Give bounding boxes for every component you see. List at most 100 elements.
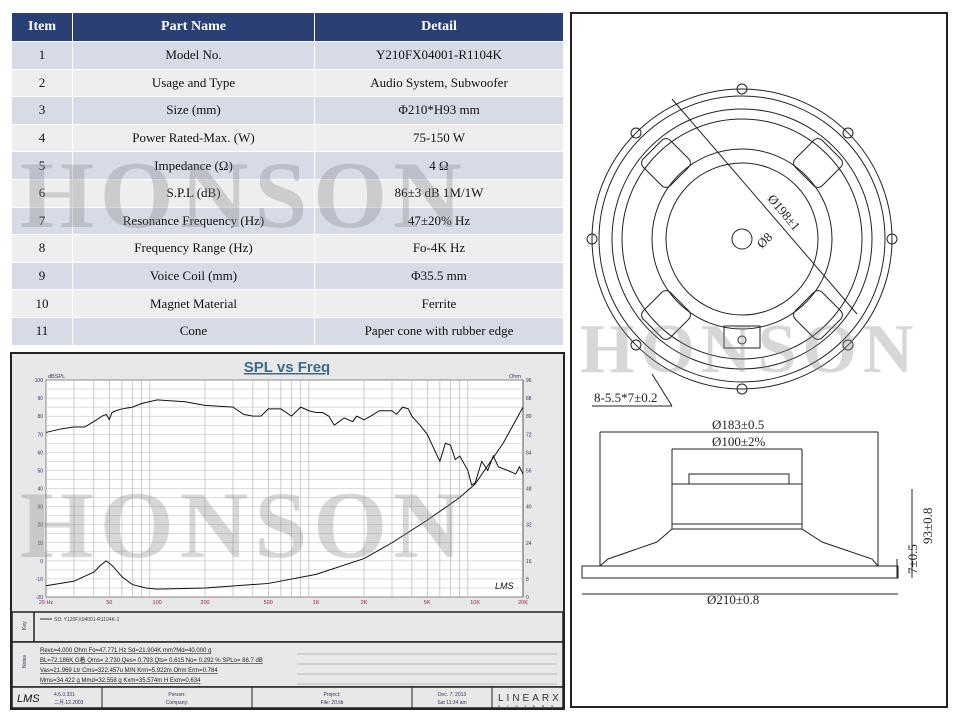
cell-detail: Audio System, Subwoofer	[314, 68, 564, 98]
dim-198: Ø198±1	[765, 191, 804, 233]
chart-title: SPL vs Freq	[244, 359, 330, 376]
footer-box	[11, 686, 564, 709]
y2-tick-label: 16	[526, 559, 532, 565]
y2-tick-label: 88	[526, 396, 532, 402]
side-view: Ø183±0.5 Ø100±2% Ø210±0.8 93±0.8 7±0.5	[581, 417, 935, 607]
brand-sub: S Y S T E M S	[498, 704, 556, 708]
x-tick-label: 500	[264, 600, 273, 606]
cell-part-name: Size (mm)	[72, 96, 315, 125]
front-view: Ø198±1 Ø8 8-5.5*7±0.2	[586, 83, 898, 407]
dim-100: Ø100±2%	[712, 434, 766, 449]
cell-detail: Fo-4K Hz	[314, 234, 564, 263]
col-item: Item	[11, 12, 73, 42]
cell-item: 8	[11, 234, 73, 263]
x-tick-label: 100	[153, 600, 162, 606]
y2-tick-label: 64	[526, 450, 532, 456]
cell-item: 10	[11, 289, 73, 318]
y2-tick-label: 8	[526, 577, 529, 583]
cell-item: 9	[11, 261, 73, 291]
cell-part-name: Cone	[72, 316, 315, 346]
cell-detail: 4 Ω	[314, 151, 564, 180]
cell-detail: Φ35.5 mm	[314, 261, 564, 291]
brand-logo: LINEARX	[498, 693, 562, 704]
y-tick-label: 90	[37, 396, 43, 402]
y-tick-label: 0	[40, 559, 43, 565]
lms-logo: LMS	[495, 581, 514, 591]
cell-item: 4	[11, 123, 73, 153]
spl-chart: SPL vs Freq1009080706050403020100-10-209…	[11, 359, 564, 709]
date-cn: 二月.12.2003	[54, 700, 84, 706]
cell-detail: Y210FX04001-R1104K	[314, 41, 564, 70]
footer-person: Person:	[168, 692, 185, 698]
y-tick-label: -20	[36, 595, 43, 601]
x-tick-label: 20K	[518, 600, 528, 606]
y2-tick-label: 80	[526, 414, 532, 420]
cell-detail: 86±3 dB 1M/1W	[314, 178, 564, 208]
cell-item: 6	[11, 178, 73, 208]
cell-detail: Ferrite	[314, 289, 564, 318]
param-line: Vas=21.969 Ltr Cms=322.457u M/N Krm=5.92…	[40, 668, 218, 674]
y-tick-label: 10	[37, 541, 43, 547]
y-tick-label: 60	[37, 450, 43, 456]
cell-part-name: Model No.	[72, 41, 315, 70]
dim-210: Ø210±0.8	[707, 592, 759, 607]
cell-part-name: S.P.L (dB)	[72, 178, 315, 208]
cell-part-name: Magnet Material	[72, 289, 315, 318]
cell-item: 3	[11, 96, 73, 125]
params-box	[11, 641, 564, 688]
footer-logo: LMS	[17, 693, 40, 705]
cell-part-name: Power Rated-Max. (W)	[72, 123, 315, 153]
x-tick-label: 20 Hz	[39, 600, 54, 606]
footer-project: Project:	[324, 692, 341, 698]
dim-183: Ø183±0.5	[712, 417, 764, 432]
cell-detail: 75-150 W	[314, 123, 564, 153]
x-tick-label: 1K	[313, 600, 320, 606]
dim-8: Ø8	[754, 229, 776, 251]
key-label: Key	[22, 621, 28, 630]
version: 4.5.0.331	[54, 692, 75, 698]
cell-detail: Φ210*H93 mm	[314, 96, 564, 125]
y-tick-label: 30	[37, 505, 43, 511]
footer-company: Company:	[166, 700, 189, 706]
cell-detail: 47±20% Hz	[314, 206, 564, 236]
y-tick-label: 80	[37, 414, 43, 420]
col-detail: Detail	[314, 12, 564, 42]
dim-7: 7±0.5	[905, 544, 920, 574]
y-tick-label: 70	[37, 432, 43, 438]
y2-tick-label: 56	[526, 468, 532, 474]
y2-tick-label: 48	[526, 487, 532, 493]
params-label: Notes	[22, 654, 28, 668]
y2-tick-label: 96	[526, 378, 532, 384]
param-line: BL=72.186K G着 Qms= 2.730 Qes= 0.793 Qts=…	[40, 656, 263, 664]
x-tick-label: 10K	[470, 600, 480, 606]
cell-item: 2	[11, 68, 73, 98]
y2-axis-label: Ohm	[509, 374, 521, 380]
dim-holes: 8-5.5*7±0.2	[594, 390, 657, 405]
y-axis-label: dBSPL	[48, 374, 65, 380]
col-part-name: Part Name	[72, 12, 315, 42]
param-line: Revc=4.000 Ohm Fo=47.771 Hz Sd=21.904K m…	[40, 648, 211, 654]
y-tick-label: 100	[35, 378, 44, 384]
dim-93: 93±0.8	[920, 508, 935, 544]
cell-part-name: Voice Coil (mm)	[72, 261, 315, 291]
legend-entry: SD: Y120FX04001-R1104K-1	[54, 617, 120, 623]
y-tick-label: 50	[37, 468, 43, 474]
y2-tick-label: 24	[526, 541, 532, 547]
series-line-spl	[45, 399, 524, 486]
x-tick-label: 50	[106, 600, 112, 606]
y2-tick-label: 72	[526, 432, 532, 438]
y2-tick-label: 32	[526, 523, 532, 529]
footer-file: File: 20.lib	[321, 700, 344, 706]
param-line: Mms=34.422 g Mmd=32.558 g Kxm=35.574m H …	[40, 678, 201, 684]
cell-item: 7	[11, 206, 73, 236]
cell-part-name: Resonance Frequency (Hz)	[72, 206, 315, 236]
series-line-impedance	[45, 406, 524, 590]
